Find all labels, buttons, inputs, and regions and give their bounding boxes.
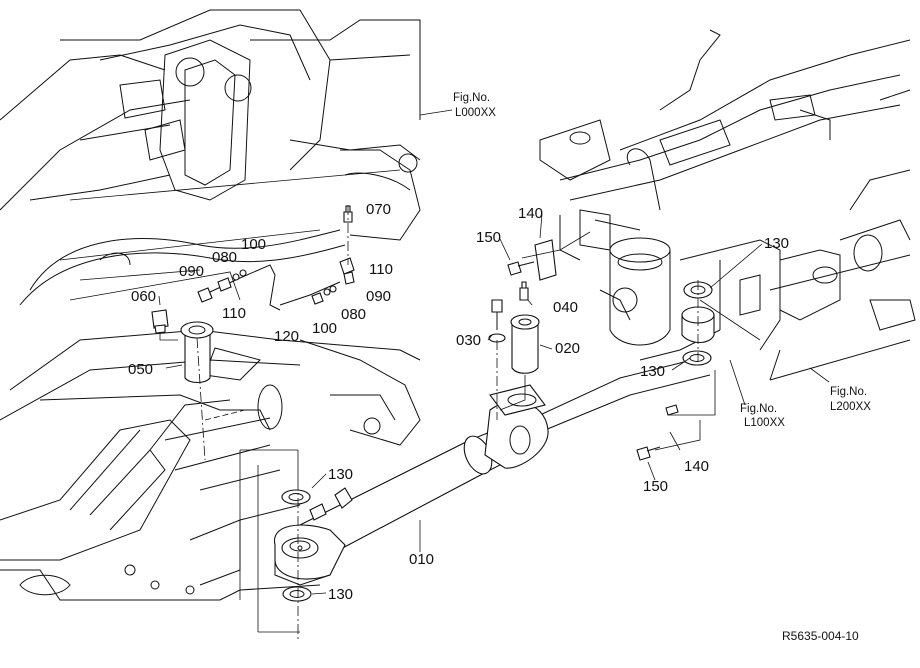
part-label: 020 [555, 340, 580, 357]
part-label: 130 [764, 235, 789, 252]
part-030-bolt [491, 299, 503, 330]
fig-ref-3-code: L200XX [830, 401, 871, 413]
part-label: 130 [328, 466, 353, 483]
part-130-washers-left [281, 489, 312, 602]
part-label: 130 [328, 586, 353, 603]
part-label: 140 [684, 458, 709, 475]
part-label: 100 [241, 236, 266, 253]
part-label: 080 [212, 249, 237, 266]
leader-lines [158, 109, 830, 595]
cylinder-010 [273, 384, 549, 586]
part-label: 130 [640, 363, 665, 380]
part-label: 010 [409, 551, 434, 568]
part-label: 150 [476, 229, 501, 246]
part-150-bolt-bottom [636, 446, 661, 461]
hose-fittings [197, 257, 355, 311]
fig-ref-2-code: L100XX [744, 417, 785, 429]
part-label: 090 [179, 263, 204, 280]
part-040-fitting [519, 281, 529, 301]
part-140-plate-top [534, 239, 557, 281]
part-150-bolt-top [507, 261, 535, 276]
part-label: 070 [366, 201, 391, 218]
part-060-fitting [151, 309, 169, 334]
fig-ref-1-code: L000XX [455, 107, 496, 119]
part-label: 150 [643, 478, 668, 495]
part-label: 060 [131, 288, 156, 305]
part-label: 050 [128, 361, 153, 378]
part-label: 080 [341, 306, 366, 323]
assembly-guide-lines [159, 205, 761, 640]
right-frame-structure [539, 29, 916, 431]
part-050-pin [180, 321, 214, 384]
part-020-pin [510, 314, 540, 374]
drawing-code: R5635-004-10 [782, 629, 859, 643]
fig-ref-1-title: Fig.No. [453, 92, 490, 104]
fig-ref-3-title: Fig.No. [830, 386, 867, 398]
part-number-labels: 070 100 080 110 090 110 060 120 100 080 … [128, 201, 789, 603]
part-label: 040 [553, 299, 578, 316]
part-label: 030 [456, 332, 481, 349]
part-label: 090 [366, 288, 391, 305]
part-label: 120 [274, 328, 299, 345]
part-label: 140 [518, 205, 543, 222]
left-frame-structure [0, 9, 421, 601]
part-label: 110 [369, 261, 393, 278]
part-label: 100 [312, 320, 337, 337]
part-label: 110 [222, 305, 246, 322]
fig-ref-2-title: Fig.No. [740, 403, 777, 415]
figure-references: Fig.No. L000XX Fig.No. L100XX Fig.No. L2… [453, 92, 871, 429]
part-140-plate-bottom [665, 404, 679, 416]
